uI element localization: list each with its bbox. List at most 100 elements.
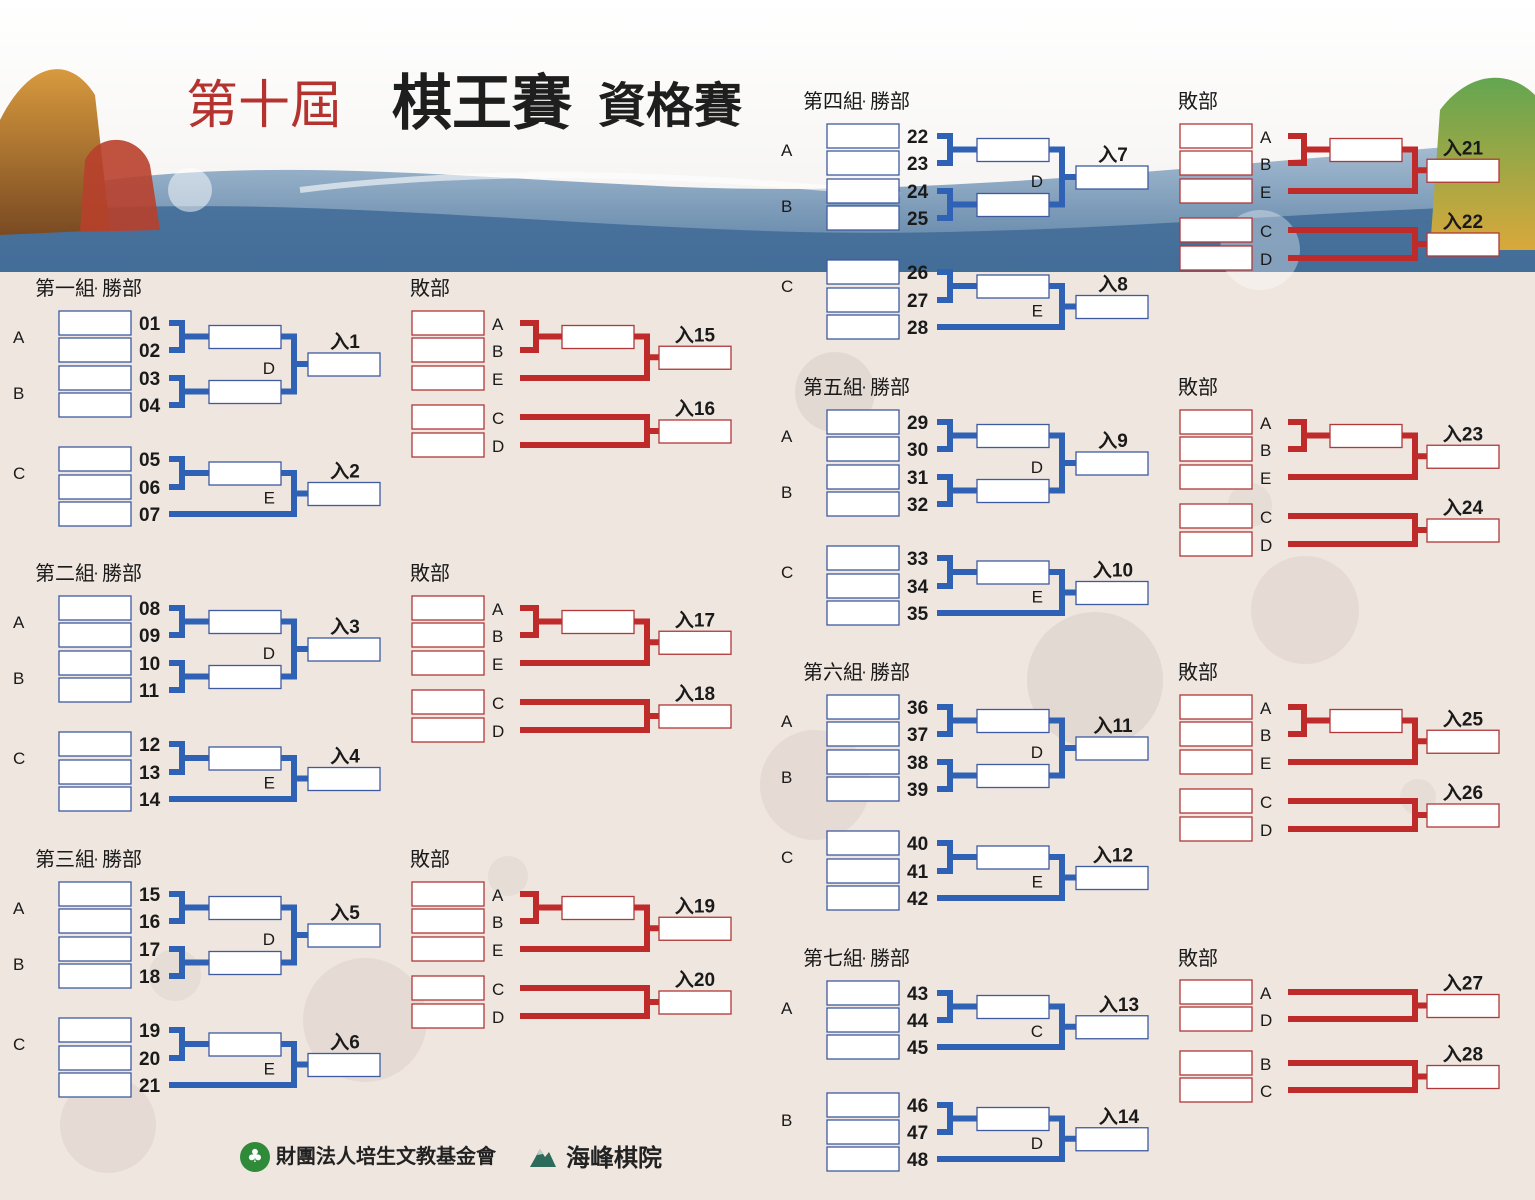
player-slot	[58, 622, 132, 648]
bracket-line	[1288, 227, 1418, 261]
loser-slot	[411, 975, 485, 1001]
round2-slot	[561, 324, 635, 350]
player-slot	[58, 474, 132, 500]
match-letter: C	[781, 563, 793, 582]
advance-label: 入21	[1443, 137, 1484, 159]
seed-number: 20	[139, 1049, 160, 1070]
round2-slot	[976, 560, 1050, 585]
match-letter: D	[1260, 821, 1272, 840]
advance-label: 入9	[1098, 430, 1128, 452]
winners-label: 勝部	[102, 277, 142, 300]
round2-slot	[976, 274, 1050, 299]
losers-label: 敗部	[410, 848, 450, 871]
match-letter: A	[13, 328, 25, 347]
player-slot	[58, 908, 132, 934]
bracket-line	[937, 133, 953, 166]
round2-slot	[561, 609, 635, 635]
bracket-line	[1288, 1060, 1418, 1093]
match-letter: C	[13, 749, 25, 768]
player-slot	[826, 573, 900, 599]
match-letter: E	[1032, 588, 1043, 607]
advance-label: 入2	[330, 461, 360, 483]
seed-number: 13	[139, 763, 160, 784]
match-letter: C	[781, 277, 793, 296]
match-letter: C	[492, 409, 504, 428]
match-letter: E	[264, 774, 275, 793]
group-name: 第五組	[803, 376, 863, 399]
advance-slot	[307, 923, 381, 948]
loser-slot	[1179, 503, 1253, 529]
match-letter: D	[1260, 1011, 1272, 1030]
match-letter: E	[264, 489, 275, 508]
seed-number: 24	[907, 182, 929, 203]
advance-slot	[1075, 165, 1149, 190]
match-letter: E	[1032, 302, 1043, 321]
seed-number: 28	[907, 318, 928, 339]
group-name: 第七組	[803, 947, 863, 970]
round2-slot	[1329, 137, 1403, 163]
advance-label: 入3	[330, 616, 360, 638]
player-slot	[58, 337, 132, 363]
bracket-line	[520, 605, 539, 638]
winners-label: 勝部	[870, 661, 910, 684]
bracket-line	[937, 840, 953, 874]
match-letter: D	[492, 437, 504, 456]
player-slot	[826, 178, 900, 204]
match-letter: B	[13, 955, 24, 974]
player-slot	[826, 259, 900, 285]
loser-slot	[411, 337, 485, 363]
bracket-line	[169, 456, 185, 490]
player-slot	[58, 501, 132, 527]
bracket-line	[1288, 989, 1418, 1022]
seed-number: 14	[139, 790, 161, 811]
match-letter: D	[263, 644, 275, 663]
separator-dot: ·	[93, 564, 98, 583]
round2-slot	[976, 708, 1050, 734]
seed-number: 37	[907, 725, 928, 746]
match-letter: B	[1260, 1055, 1271, 1074]
loser-slot	[411, 622, 485, 648]
advance-slot	[1075, 736, 1149, 761]
seed-number: 47	[907, 1123, 928, 1144]
match-letter: C	[1260, 1082, 1272, 1101]
seed-number: 10	[139, 654, 160, 675]
loser-slot	[411, 650, 485, 676]
player-slot	[826, 1007, 900, 1033]
seed-number: 09	[139, 626, 160, 647]
player-slot	[58, 1017, 132, 1043]
player-slot	[826, 1034, 900, 1060]
loser-slot	[411, 908, 485, 934]
player-slot	[826, 885, 900, 911]
player-slot	[826, 1092, 900, 1118]
bracket-line	[1049, 146, 1065, 208]
loser-slot	[1179, 1077, 1253, 1103]
match-letter: C	[781, 848, 793, 867]
bracket-line	[1288, 513, 1418, 547]
player-slot	[58, 963, 132, 989]
bracket-line	[937, 419, 953, 452]
loser-slot	[1179, 721, 1253, 747]
group-name: 第六組	[803, 661, 863, 684]
bracket-line	[1288, 798, 1418, 832]
winners-label: 勝部	[102, 562, 142, 585]
loser-slot	[1179, 749, 1253, 775]
seed-number: 06	[139, 478, 160, 499]
match-letter: B	[13, 384, 24, 403]
bracket-line	[937, 269, 953, 303]
player-slot	[58, 881, 132, 907]
separator-dot: ·	[861, 378, 866, 397]
seed-number: 18	[139, 967, 160, 988]
match-letter: D	[1031, 743, 1043, 762]
player-slot	[58, 1045, 132, 1071]
losers-label: 敗部	[410, 277, 450, 300]
bracket-line	[169, 946, 185, 979]
bracket-line	[281, 904, 297, 966]
match-letter: A	[781, 712, 793, 731]
bracket-line	[1288, 704, 1307, 737]
loser-slot	[1179, 694, 1253, 720]
match-letter: D	[1260, 250, 1272, 269]
advance-label: 入15	[675, 324, 716, 346]
loser-slot	[1179, 178, 1253, 204]
advance-slot	[1075, 865, 1149, 891]
loser-slot	[1179, 816, 1253, 842]
